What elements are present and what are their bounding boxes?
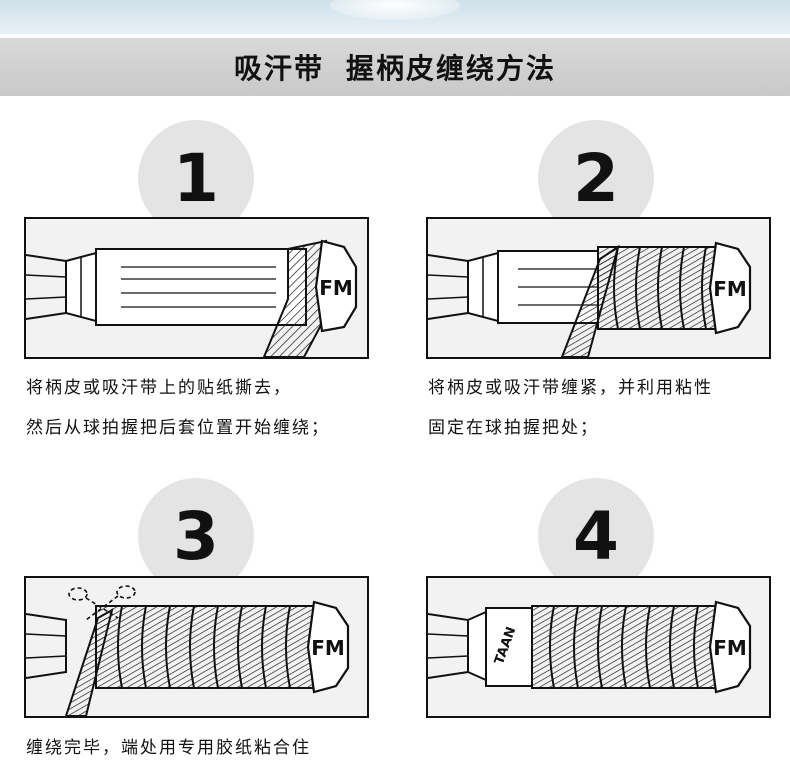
scissors-icon — [68, 585, 136, 621]
step-1-number-circle: 1 — [138, 120, 254, 236]
step-2-number: 2 — [573, 139, 619, 217]
step-4-cap-logo: FM — [713, 636, 747, 660]
step-2-illustration: FM — [426, 217, 771, 359]
step-4-number: 4 — [573, 497, 619, 575]
title-bar: 吸汗带 握柄皮缠绕方法 — [0, 38, 790, 96]
step-2-text-line2: 固定在球拍握把处； — [428, 418, 599, 438]
title-part2: 握柄皮缠绕方法 — [346, 52, 557, 85]
step-2-cap-logo: FM — [713, 277, 747, 301]
step-3-cap-logo: FM — [311, 636, 345, 660]
step-1-number: 1 — [173, 139, 219, 217]
top-banner-strip — [0, 0, 790, 34]
step-4-number-circle: 4 — [538, 478, 654, 594]
step-1-cap-logo: FM — [319, 276, 353, 300]
step-1-illustration: FM — [24, 217, 369, 359]
step-2-text-line1: 将柄皮或吸汗带缠紧，并利用粘性 — [428, 378, 713, 398]
step-3-number-circle: 3 — [138, 478, 254, 594]
title-part1: 吸汗带 — [233, 52, 324, 85]
step-3-text-line1: 缠绕完毕，端处用专用胶纸粘合住 — [26, 738, 311, 758]
step-1-text-line1: 将柄皮或吸汗带上的贴纸撕去， — [26, 378, 292, 398]
step-4-illustration: TAAN FM — [426, 576, 771, 718]
step-3-illustration: FM — [24, 576, 369, 718]
step-2-number-circle: 2 — [538, 120, 654, 236]
step-1-text-line2: 然后从球拍握把后套位置开始缠绕； — [26, 418, 330, 438]
step-3-number: 3 — [173, 497, 219, 575]
